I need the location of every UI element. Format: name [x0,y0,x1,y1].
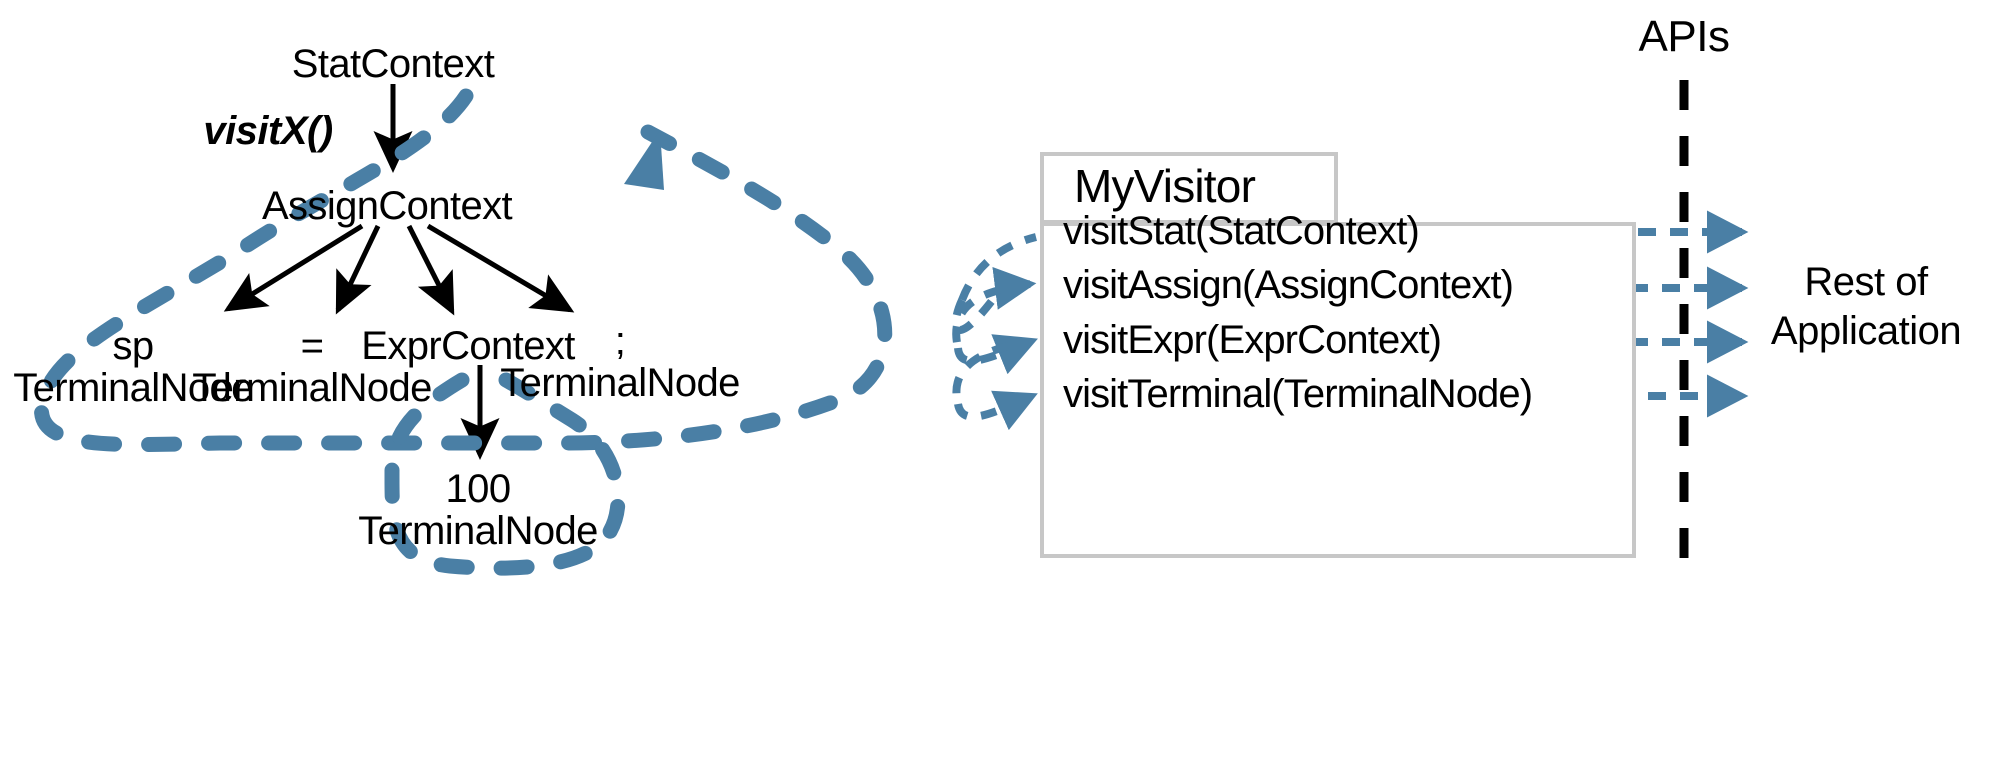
tree-node-semi-sublabel: TerminalNode [500,361,740,405]
method-visit-stat: visitStat(StatContext) [1063,209,1420,253]
dispatch-to-visit-terminal [954,390,1038,431]
tree-node-eq: = TerminalNode [192,325,432,409]
visitx-label: visitX() [203,109,333,153]
rest-of-application-line1: Rest of [1804,260,1928,304]
tree-node-hundred: 100 TerminalNode [358,468,598,552]
tree-node-hundred-label: 100 [445,467,512,511]
apis-label-text: APIs [1638,12,1730,61]
edge-assign-to-sp [223,223,364,312]
tree-node-assign: AssignContext [261,184,513,228]
visitor-class-name-text: MyVisitor [1074,160,1256,212]
tree-node-stat-label: StatContext [291,42,495,86]
rest-of-application-label: Rest of Application [1770,258,1962,356]
rest-of-application-line2: Application [1770,308,1962,353]
edge-assign-to-expr [406,224,455,316]
dispatch-to-visit-expr [954,334,1038,375]
method-visit-assign-label: visitAssign(AssignContext) [1063,263,1514,307]
walk-path-main [34,88,893,453]
edge-assign-to-semi [426,223,575,313]
tree-node-eq-sublabel: TerminalNode [192,366,432,410]
dispatch-serp-1 [952,286,1002,349]
parse-tree-edges [223,84,575,460]
tree-node-stat: StatContext [291,42,495,86]
tree-node-semi-label: ; [614,319,626,363]
method-visit-expr: visitExpr(ExprContext) [1063,318,1442,362]
tree-node-sp-label: sp [112,324,154,368]
method-visit-terminal: visitTerminal(TerminalNode) [1063,372,1533,416]
tree-node-semi: ; TerminalNode [500,320,740,404]
apis-label: APIs [1638,12,1730,61]
edge-assign-to-eq [335,224,381,315]
method-visit-terminal-label: visitTerminal(TerminalNode) [1063,372,1533,416]
method-visit-expr-label: visitExpr(ExprContext) [1063,318,1442,362]
walk-path-arrowhead [624,130,664,190]
dispatch-to-visit-assign [951,266,1037,334]
visitx-text: visitX() [203,109,333,153]
walk-path-expr-loop [384,372,626,576]
tree-node-expr-label: ExprContext [361,324,575,368]
tree-node-sp-sublabel: TerminalNode [13,366,253,410]
visitor-walk-path [34,88,893,576]
tree-node-assign-label: AssignContext [261,184,513,228]
dispatch-arrows [951,233,1038,431]
tree-node-sp: sp TerminalNode [13,325,253,409]
tree-node-eq-label: = [300,324,324,368]
tree-node-expr: ExprContext [361,325,575,367]
visitor-class-name: MyVisitor [1074,160,1256,212]
tree-node-hundred-sublabel: TerminalNode [358,509,598,553]
method-visit-assign: visitAssign(AssignContext) [1063,263,1514,307]
dispatch-serp-2 [952,342,1010,405]
dispatch-to-visit-stat [958,233,1037,302]
method-visit-stat-label: visitStat(StatContext) [1063,209,1420,253]
visitor-class-body [1040,222,1636,558]
